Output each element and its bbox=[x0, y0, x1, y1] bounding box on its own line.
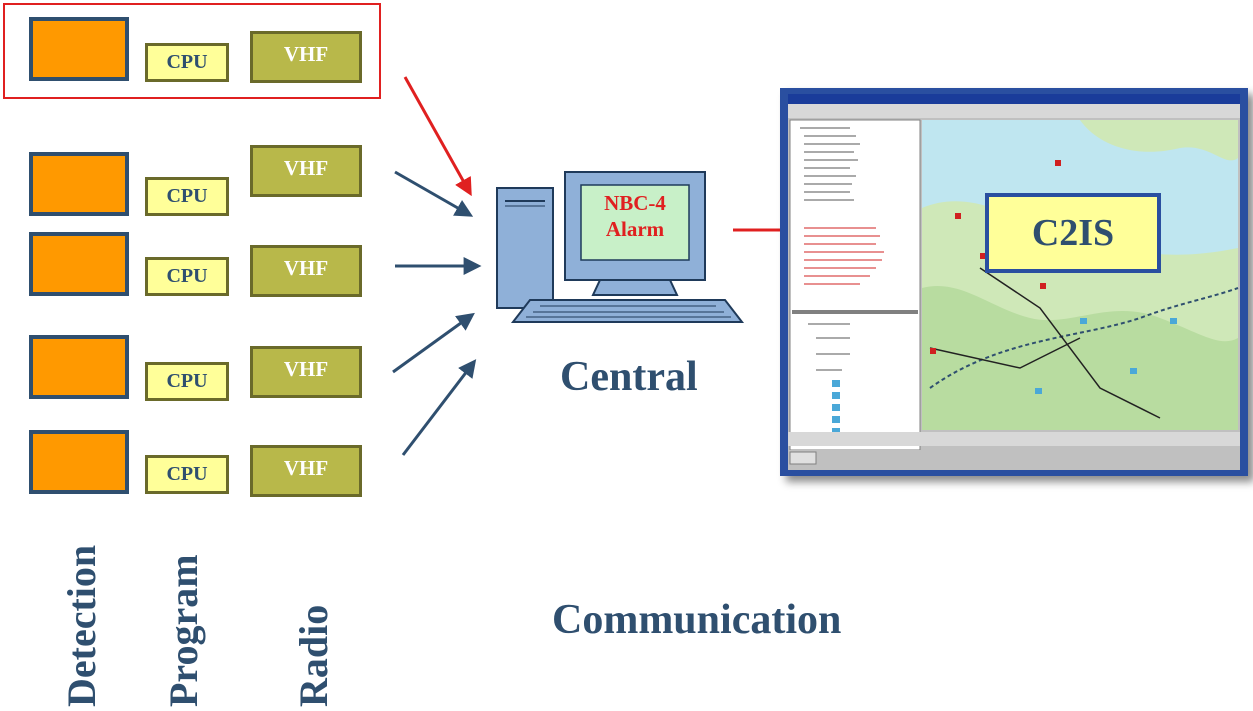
c2is-label-box: C2IS bbox=[985, 193, 1161, 273]
screen-line-1: NBC-4 bbox=[604, 191, 666, 215]
cpu-box: CPU bbox=[145, 43, 229, 82]
c2is-screenshot bbox=[780, 88, 1248, 476]
monitor-screen-text: NBC-4 Alarm bbox=[585, 190, 685, 242]
detector-box bbox=[29, 232, 129, 296]
arrow-row2 bbox=[394, 170, 474, 217]
vhf-box: VHF bbox=[250, 445, 362, 497]
central-label: Central bbox=[560, 354, 698, 400]
vhf-box: VHF bbox=[250, 31, 362, 83]
computer-tower bbox=[496, 187, 554, 309]
program-label: Program bbox=[161, 554, 206, 707]
cpu-box: CPU bbox=[145, 177, 229, 216]
detector-box bbox=[29, 430, 129, 494]
arrow-row5 bbox=[401, 359, 477, 456]
monitor bbox=[564, 171, 706, 296]
vhf-box: VHF bbox=[250, 245, 362, 297]
cpu-box: CPU bbox=[145, 362, 229, 401]
screen-line-2: Alarm bbox=[605, 217, 665, 241]
vhf-box: VHF bbox=[250, 346, 362, 398]
vhf-box: VHF bbox=[250, 145, 362, 197]
detection-label: Detection bbox=[59, 544, 104, 707]
cpu-box: CPU bbox=[145, 455, 229, 494]
communication-label: Communication bbox=[552, 597, 842, 643]
detector-box bbox=[29, 17, 129, 81]
map-window bbox=[788, 94, 1240, 470]
highlight-frame bbox=[3, 3, 381, 99]
arrow-row4 bbox=[392, 312, 475, 374]
detector-box bbox=[29, 152, 129, 216]
radio-label: Radio bbox=[291, 604, 336, 707]
keyboard bbox=[510, 299, 745, 323]
arrow-red-row1 bbox=[403, 76, 472, 197]
cpu-box: CPU bbox=[145, 257, 229, 296]
detector-box bbox=[29, 335, 129, 399]
